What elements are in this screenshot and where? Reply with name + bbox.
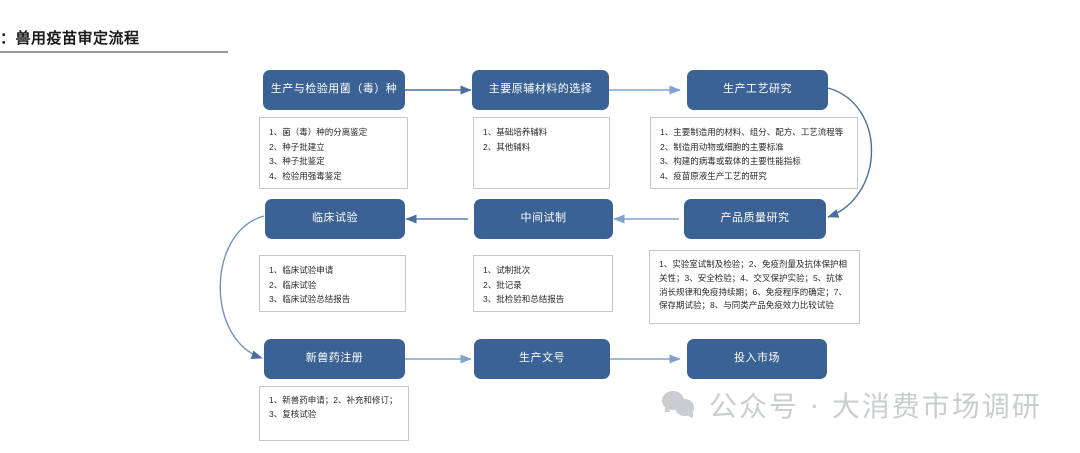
detail-materials: 1、基础培养辅料 2、其他辅料 [473,117,610,189]
detail-process: 1、主要制造用的材料、组分、配方、工艺流程等 2、制造用动物或细胞的主要标准 3… [650,117,858,189]
wechat-icon [662,390,696,420]
node-market[interactable]: 投入市场 [687,339,827,379]
detail-line: 3、临床试验总结报告 [269,294,351,305]
detail-registration: 1、新兽药申请；2、补充和修订；3、复核试验 [259,386,409,441]
node-materials[interactable]: 主要原辅材料的选择 [472,70,609,110]
detail-line: 4、检验用强毒鉴定 [269,170,342,181]
detail-line: 2、种子批建立 [269,141,325,152]
watermark: 公众号 · 大消费市场调研 [662,385,1042,425]
detail-line: 1、主要制造用的材料、组分、配方、工艺流程等 [660,127,844,137]
detail-quality: 1、实验室试制及检验；2、免疫剂量及抗体保护相关性；3、安全检验；4、交叉保护实… [649,250,860,324]
detail-line: 1、基础培养辅料 [483,127,548,137]
arrow-clinical-to-registration [219,215,265,360]
node-docnumber[interactable]: 生产文号 [474,339,610,379]
detail-line: 2、临床试验 [269,279,317,290]
page-title: ：兽用疫苗审定流程 [0,30,140,47]
detail-line: 1、临床试验申请 [269,265,334,275]
detail-line: 1、试制批次 [483,265,531,275]
detail-strain: 1、菌（毒）种的分离鉴定 2、种子批建立 3、种子批鉴定 4、检验用强毒鉴定 [259,117,408,189]
detail-line: 1、新兽药申请；2、补充和修订；3、复核试验 [269,395,398,419]
detail-line: 1、菌（毒）种的分离鉴定 [269,127,368,137]
node-strain[interactable]: 生产与检验用菌（毒）种 [263,70,405,110]
detail-line: 3、构建的病毒或载体的主要性能指标 [660,156,801,167]
node-registration[interactable]: 新兽药注册 [264,339,405,379]
detail-line: 2、制造用动物或细胞的主要标准 [660,141,784,152]
watermark-text: 公众号 · 大消费市场调研 [709,390,1042,423]
detail-line: 2、批记录 [483,279,522,290]
title-divider [0,51,228,53]
detail-line: 2、其他辅料 [483,141,531,152]
detail-pilot: 1、试制批次 2、批记录 3、批检验和总结报告 [473,255,613,312]
detail-line: 4、疫苗原液生产工艺的研究 [660,170,767,181]
node-process[interactable]: 生产工艺研究 [687,70,828,110]
detail-line: 3、种子批鉴定 [269,156,325,167]
detail-line: 1、实验室试制及检验；2、免疫剂量及抗体保护相关性；3、安全检验；4、交叉保护实… [659,259,847,311]
node-quality[interactable]: 产品质量研究 [684,199,826,239]
detail-line: 3、批检验和总结报告 [483,294,565,305]
node-clinical[interactable]: 临床试验 [265,199,405,239]
detail-clinical: 1、临床试验申请 2、临床试验 3、临床试验总结报告 [259,255,406,312]
node-pilot[interactable]: 中间试制 [474,199,613,239]
